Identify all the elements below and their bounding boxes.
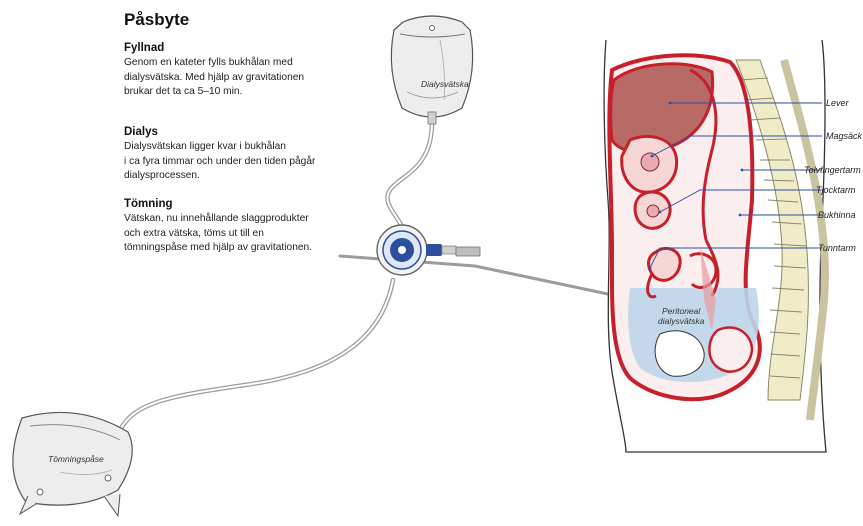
colon (635, 192, 670, 228)
section-heading: Dialys (124, 126, 384, 138)
section-text: Genom en kateter fylls bukhålan med dial… (124, 56, 384, 100)
section-tomning: Tömning Vätskan, nu innehållande slaggpr… (124, 198, 384, 256)
section-text: Vätskan, nu innehållande slaggprodukter … (124, 212, 384, 256)
section-text: Dialysvätskan ligger kvar i bukhålan i c… (124, 140, 384, 184)
label-bukhinna: Bukhinna (818, 210, 856, 220)
drain-tube (120, 280, 393, 430)
section-heading: Tömning (124, 198, 384, 210)
section-fyllnad: Fyllnad Genom en kateter fylls bukhålan … (124, 42, 384, 100)
abdomen-cross-section: Peritoneal dialysvätska (604, 40, 826, 452)
section-heading: Fyllnad (124, 42, 384, 54)
label-tunntarm: Tunntarm (818, 243, 856, 253)
section-dialys: Dialys Dialysvätskan ligger kvar i bukhå… (124, 126, 384, 184)
transfer-valve (377, 225, 480, 275)
stomach (622, 137, 677, 193)
page-title: Påsbyte (124, 10, 189, 30)
label-tjocktarm: Tjocktarm (816, 185, 856, 195)
drain-bag-label: Tömningspåse (48, 454, 104, 464)
dialysis-bag-label: Dialysvätska (421, 79, 469, 89)
fluid-label-line1: Peritoneal (662, 306, 701, 316)
drain-bag: Tömningspåse (13, 412, 132, 516)
label-tolvfingertarm: Tolvfingertarm (804, 165, 861, 175)
label-lever: Lever (826, 98, 850, 108)
label-magsack: Magsäck (826, 131, 863, 141)
dialysis-fluid-bag: Dialysvätska (391, 16, 472, 124)
fluid-label-line2: dialysvätska (658, 316, 705, 326)
